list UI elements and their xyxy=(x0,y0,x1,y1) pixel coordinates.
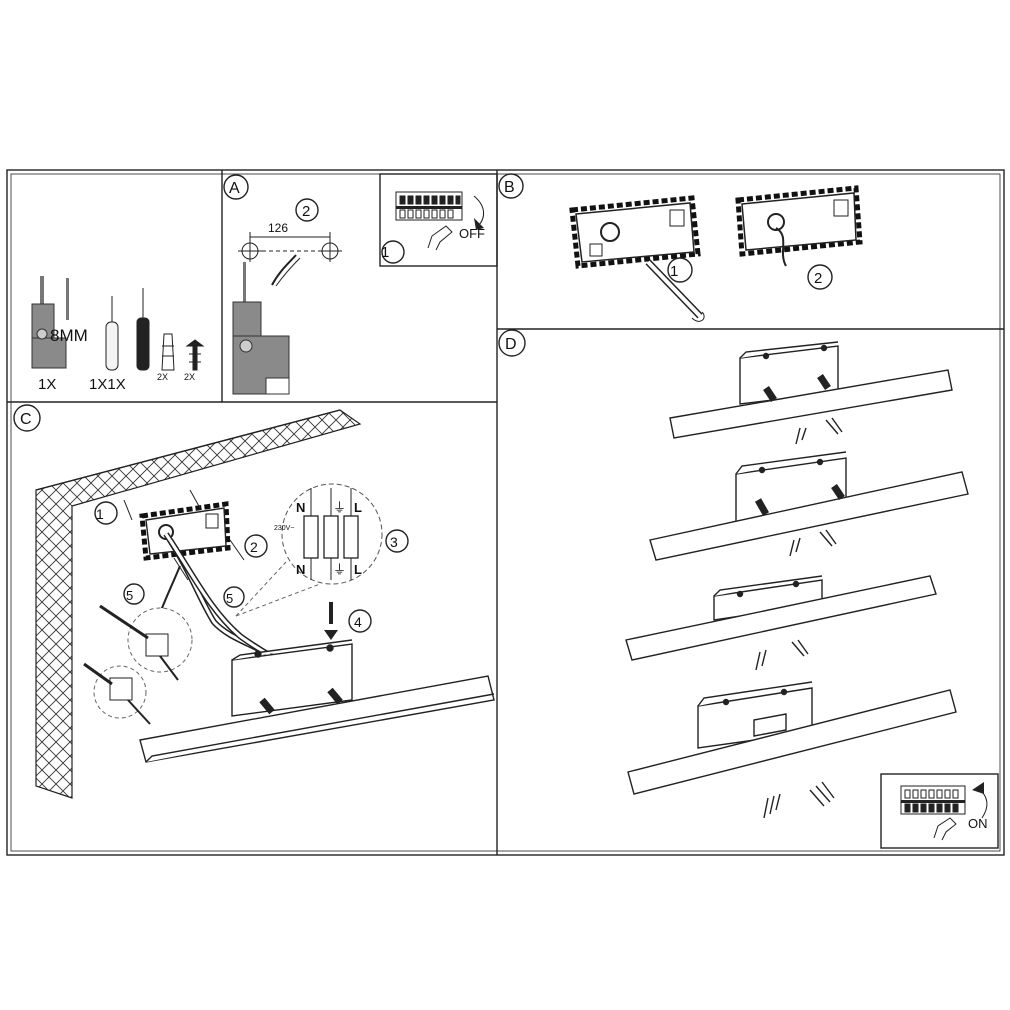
lamp-step-2 xyxy=(649,451,969,561)
panel-a-step-2: 2 xyxy=(302,203,310,220)
lamp-step-4 xyxy=(627,681,957,819)
wall-plug-icon xyxy=(161,333,175,371)
drill-size-label: 8MM xyxy=(50,326,88,345)
tools-panel: 8MM 1X 1X1X 2X 2X xyxy=(31,276,205,393)
terminal-n-bottom: N xyxy=(296,562,305,577)
panel-b-letter: B xyxy=(504,179,515,196)
screwdriver-icon xyxy=(105,288,150,371)
screw-icon xyxy=(185,339,205,371)
terminal-l-top: L xyxy=(354,500,362,515)
panel-c-step-4: 4 xyxy=(354,614,362,630)
panel-b-step-2: 2 xyxy=(814,270,822,287)
screw-qty-label: 2X xyxy=(184,372,195,382)
panel-b-step-1: 1 xyxy=(670,263,678,280)
drill-icon xyxy=(232,262,290,395)
connector-detail-lower xyxy=(83,662,151,725)
terminal-detail xyxy=(235,483,383,617)
screw-icon xyxy=(324,602,338,640)
junction-box xyxy=(123,489,245,581)
lamp-step-1 xyxy=(669,341,953,445)
panel-c-letter: C xyxy=(20,411,32,428)
voltage-label: 230V~ xyxy=(274,525,294,532)
panel-c-step-5a: 5 xyxy=(126,588,133,603)
drill-icon xyxy=(31,276,69,369)
panel-d-letter: D xyxy=(505,336,517,353)
junction-box-2 xyxy=(735,185,863,267)
terminal-earth-top: ⏚ xyxy=(333,501,346,516)
switch-state-off: OFF xyxy=(459,226,485,241)
plug-qty-label: 2X xyxy=(157,372,168,382)
panel-c: C 1 xyxy=(13,404,495,799)
panel-b: B 1 2 xyxy=(498,173,863,322)
panel-a-step-1: 1 xyxy=(381,244,389,261)
lamp-step-3 xyxy=(625,575,937,671)
panel-d: D xyxy=(498,329,988,841)
terminal-l-bottom: L xyxy=(354,562,362,577)
mirror-lamp xyxy=(139,639,495,763)
terminal-n-top: N xyxy=(296,500,305,515)
panel-a-letter: A xyxy=(229,180,240,197)
drill-qty-label: 1X xyxy=(38,376,56,393)
panel-a: A 2 126 xyxy=(223,174,485,395)
breaker-on-inset xyxy=(900,782,988,841)
panel-frame xyxy=(6,169,1005,856)
distance-label: 126 xyxy=(268,221,288,235)
junction-box-1 xyxy=(569,195,705,322)
wall-ceiling xyxy=(35,409,362,799)
terminal-earth-bottom: ⏚ xyxy=(333,563,346,578)
drill-position-marks xyxy=(238,232,342,287)
screwdriver-qty-label: 1X1X xyxy=(89,376,126,393)
panel-c-step-3: 3 xyxy=(390,534,398,550)
connector-detail-upper xyxy=(99,604,193,681)
panel-c-step-2: 2 xyxy=(250,539,258,555)
panel-c-step-1: 1 xyxy=(96,506,104,522)
switch-state-on: ON xyxy=(968,816,988,831)
panel-c-step-5b: 5 xyxy=(226,591,233,606)
breaker-off-inset xyxy=(395,191,484,251)
